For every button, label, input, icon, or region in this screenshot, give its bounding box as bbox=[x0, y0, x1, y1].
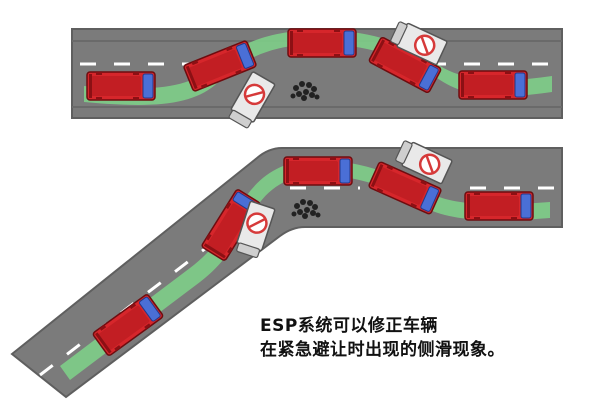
red-van-icon bbox=[86, 71, 156, 101]
straight-road-scene bbox=[71, 18, 563, 131]
caption-line-2: 在紧急避让时出现的侧滑现象。 bbox=[260, 340, 505, 360]
red-van-icon bbox=[287, 28, 357, 58]
caption: ESP系统可以修正车辆 在紧急避让时出现的侧滑现象。 bbox=[260, 314, 580, 362]
red-van-icon bbox=[458, 70, 528, 100]
red-van-icon bbox=[283, 156, 353, 186]
curved-road-scene bbox=[10, 137, 563, 399]
red-van-icon bbox=[464, 191, 534, 221]
caption-line-1: ESP系统可以修正车辆 bbox=[260, 316, 438, 336]
